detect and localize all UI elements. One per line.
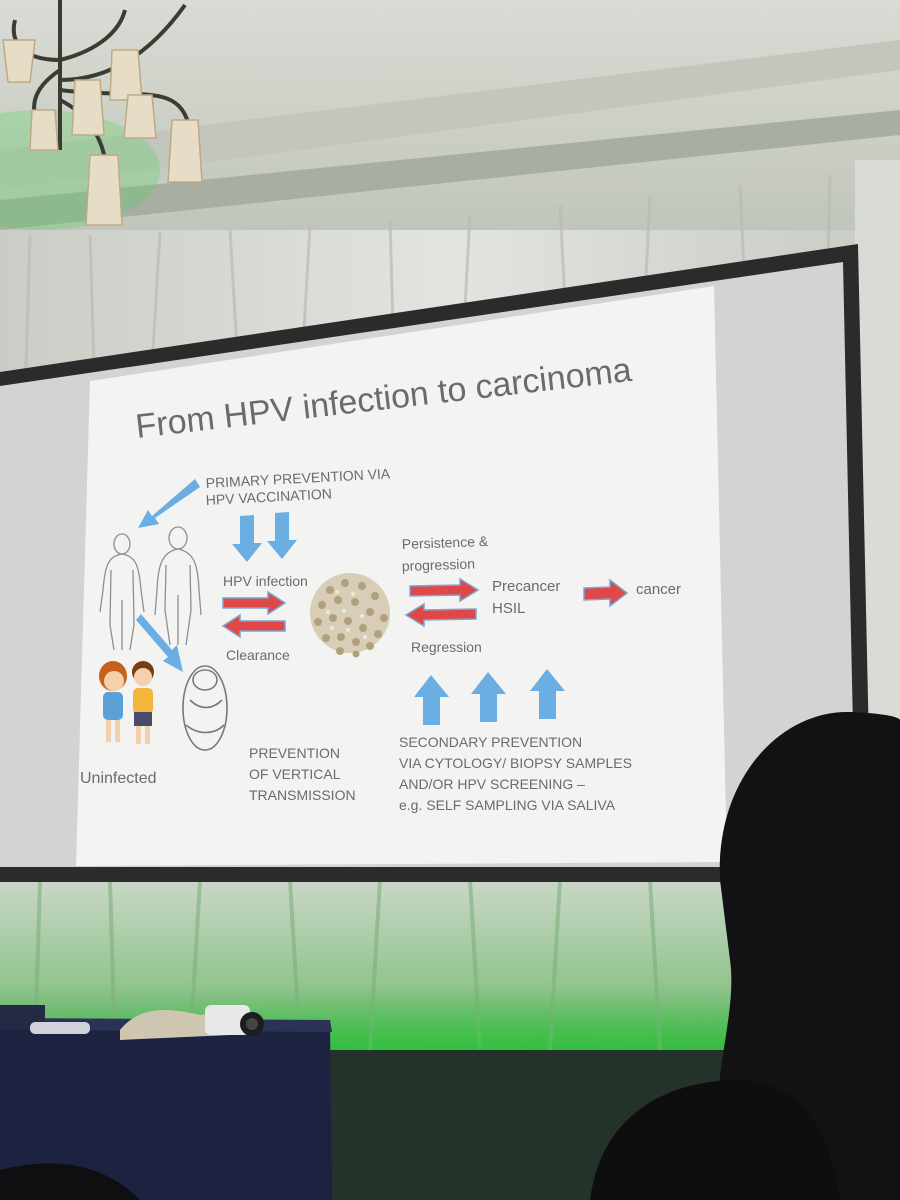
infection-right-arrow bbox=[222, 590, 287, 616]
regression-left-arrow bbox=[404, 602, 477, 628]
clearance-label: Clearance bbox=[226, 647, 290, 663]
chandelier bbox=[2, 0, 203, 226]
slide-background bbox=[76, 286, 727, 866]
vertical-line3: TRANSMISSION bbox=[249, 787, 356, 803]
progression-regression-arrows bbox=[404, 577, 480, 628]
precancer-line1: Precancer bbox=[492, 578, 560, 595]
clearance-left-arrow bbox=[221, 613, 286, 639]
vaccination-down-arrows bbox=[232, 512, 297, 562]
hpv-infection-label: HPV infection bbox=[223, 573, 308, 589]
infection-clearance-arrows bbox=[221, 590, 287, 639]
down-arrow-2 bbox=[267, 512, 297, 559]
baby-swaddle-icon bbox=[182, 665, 228, 751]
primary-prevention-line2: HPV VACCINATION bbox=[205, 485, 332, 508]
up-arrow-3 bbox=[530, 669, 565, 719]
screening-up-arrows bbox=[414, 669, 565, 725]
precancer-line2: HSIL bbox=[492, 600, 525, 617]
children-cartoon-icon bbox=[99, 661, 154, 744]
secondary-line1: SECONDARY PREVENTION bbox=[399, 734, 582, 750]
regression-label: Regression bbox=[411, 639, 482, 655]
persistence-line2: progression bbox=[402, 555, 476, 574]
up-arrow-1 bbox=[414, 675, 449, 725]
vertical-line2: OF VERTICAL bbox=[249, 766, 341, 782]
cancer-arrow bbox=[583, 578, 629, 608]
adults-silhouette-icon bbox=[99, 526, 202, 651]
arrow-to-baby bbox=[136, 614, 183, 672]
up-arrow-2 bbox=[471, 672, 506, 722]
secondary-line2: VIA CYTOLOGY/ BIOPSY SAMPLES bbox=[399, 755, 632, 771]
vertical-line1: PREVENTION bbox=[249, 745, 340, 761]
blue-diagonal-arrows bbox=[136, 479, 200, 672]
uninfected-label: Uninfected bbox=[80, 770, 157, 787]
progression-right-arrow bbox=[409, 577, 480, 603]
cancer-label: cancer bbox=[636, 581, 681, 598]
hpv-virus-image bbox=[310, 573, 390, 658]
secondary-line4: e.g. SELF SAMPLING VIA SALIVA bbox=[399, 797, 616, 813]
secondary-line3: AND/OR HPV SCREENING – bbox=[399, 776, 585, 792]
down-arrow-1 bbox=[232, 515, 262, 562]
arrow-to-adults bbox=[138, 479, 200, 528]
persistence-line1: Persistence & bbox=[402, 533, 490, 552]
